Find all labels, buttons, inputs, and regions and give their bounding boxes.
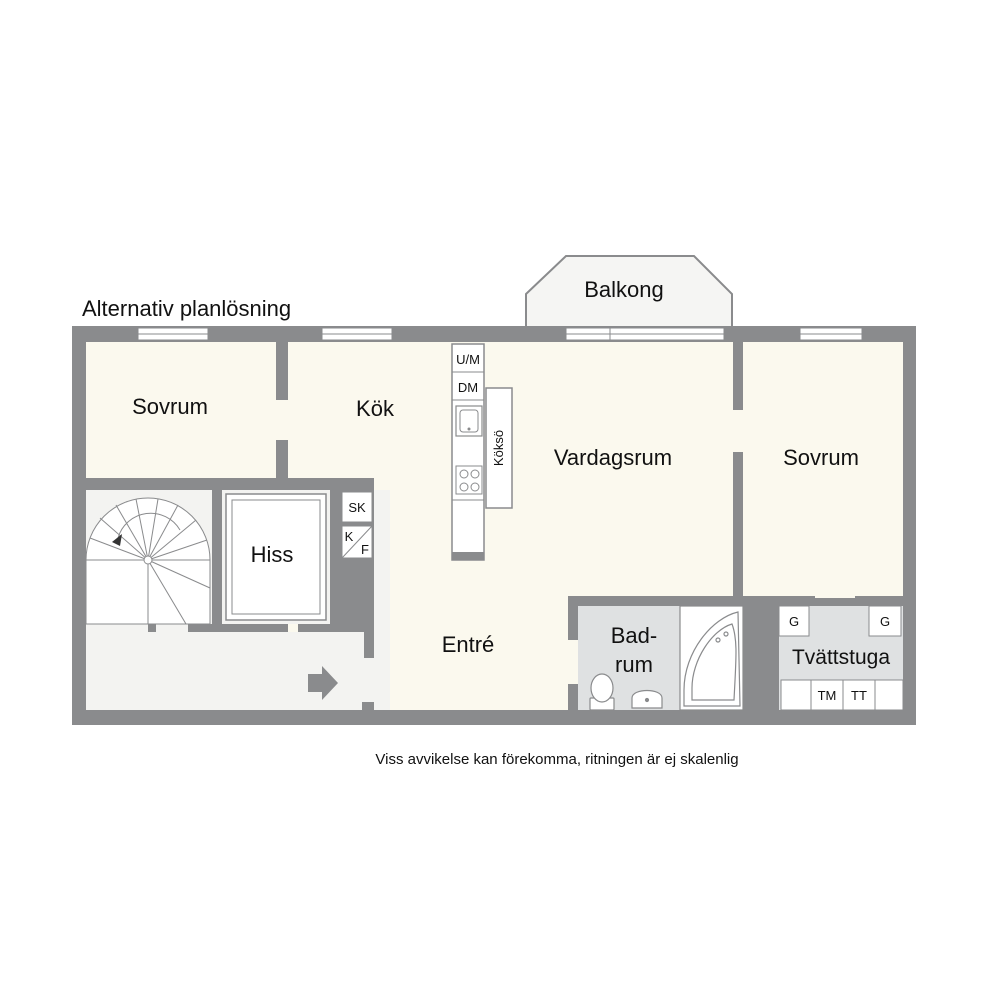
cabinet-g-left (778, 605, 810, 637)
room-label-sovrum-left: Sovrum (132, 394, 208, 419)
wall-bedroom-left-bottom (86, 478, 288, 490)
closet-kf-divider (341, 525, 373, 559)
stair-arrow-icon (112, 534, 122, 546)
wall-landing-door (362, 702, 374, 710)
room-label-sovrum-right: Sovrum (783, 445, 859, 470)
fixture-label-um: U/M (456, 352, 480, 367)
entrance-arrow-icon (308, 666, 338, 700)
room-label-entre: Entré (442, 632, 495, 657)
room-label-badrum-line1: Bad- (611, 623, 657, 648)
wall-core-bottom-a (148, 624, 156, 632)
kitchen-counter-base (452, 552, 484, 560)
closet-sk (341, 491, 373, 523)
wall-shaft-right (330, 490, 340, 632)
laundry-fixtures (778, 605, 904, 711)
room-label-kok: Kök (356, 396, 395, 421)
fixture-label-f: F (361, 542, 369, 557)
wall-bedroom-left-lower (276, 440, 288, 490)
fixture-label-sk: SK (348, 500, 366, 515)
floor-corridor-strip (374, 490, 390, 710)
floor-bedroom-left (86, 342, 276, 478)
bench-right (874, 679, 904, 711)
wall-laundry-top-right (855, 596, 903, 606)
bathtub-icon (679, 605, 744, 711)
fixture-label-tt: TT (851, 688, 867, 703)
wall-core-top (288, 478, 374, 490)
wall-living-right-upper (733, 342, 743, 410)
fixture-label-tm: TM (818, 688, 837, 703)
wall-stair-right (212, 490, 222, 632)
floor-door-kitchen (274, 400, 290, 440)
wall-bathroom-right (743, 596, 779, 710)
spiral-staircase (85, 497, 211, 625)
floor-door-bedroom (731, 410, 745, 452)
washbasin-icon (631, 689, 663, 709)
wall-bathroom-left-top (568, 596, 578, 640)
wall-laundry-top-left (779, 596, 815, 606)
wall-bedroom-left-upper (276, 342, 288, 400)
bench-left (780, 679, 812, 711)
cabinet-g-right (868, 605, 902, 637)
toilet-icon (589, 673, 615, 711)
room-label-tvattstuga: Tvättstuga (792, 646, 890, 669)
room-label-badrum-line2: rum (615, 652, 653, 677)
machine-tt (842, 679, 876, 711)
fixture-label-g-right: G (880, 614, 890, 629)
fixture-label-g-left: G (789, 614, 799, 629)
stove-icon (455, 465, 483, 495)
room-label-vardagsrum: Vardagsrum (554, 445, 672, 470)
fixture-label-kokso: Köksö (491, 430, 506, 466)
wall-core-bottom-b (188, 624, 244, 632)
wall-core-right (364, 490, 374, 658)
wall-core-bottom-c (298, 624, 374, 632)
wall-bathroom-top (568, 596, 746, 606)
fixture-label-k: K (345, 529, 354, 544)
room-label-balkong: Balkong (584, 277, 664, 302)
floor-bedroom-right (743, 342, 903, 598)
plan-title: Alternativ planlösning (82, 296, 291, 321)
disclaimer: Viss avvikelse kan förekomma, ritningen … (375, 751, 738, 768)
elevator-car-inner (231, 499, 321, 615)
fixture-label-dm: DM (458, 380, 478, 395)
floor-landing (86, 632, 374, 710)
wall-bathroom-left-bottom (568, 684, 578, 710)
kitchen-counter (451, 343, 485, 561)
wall-living-right-lower (733, 452, 743, 606)
room-label-hiss: Hiss (251, 542, 294, 567)
kitchen-island (485, 387, 513, 509)
